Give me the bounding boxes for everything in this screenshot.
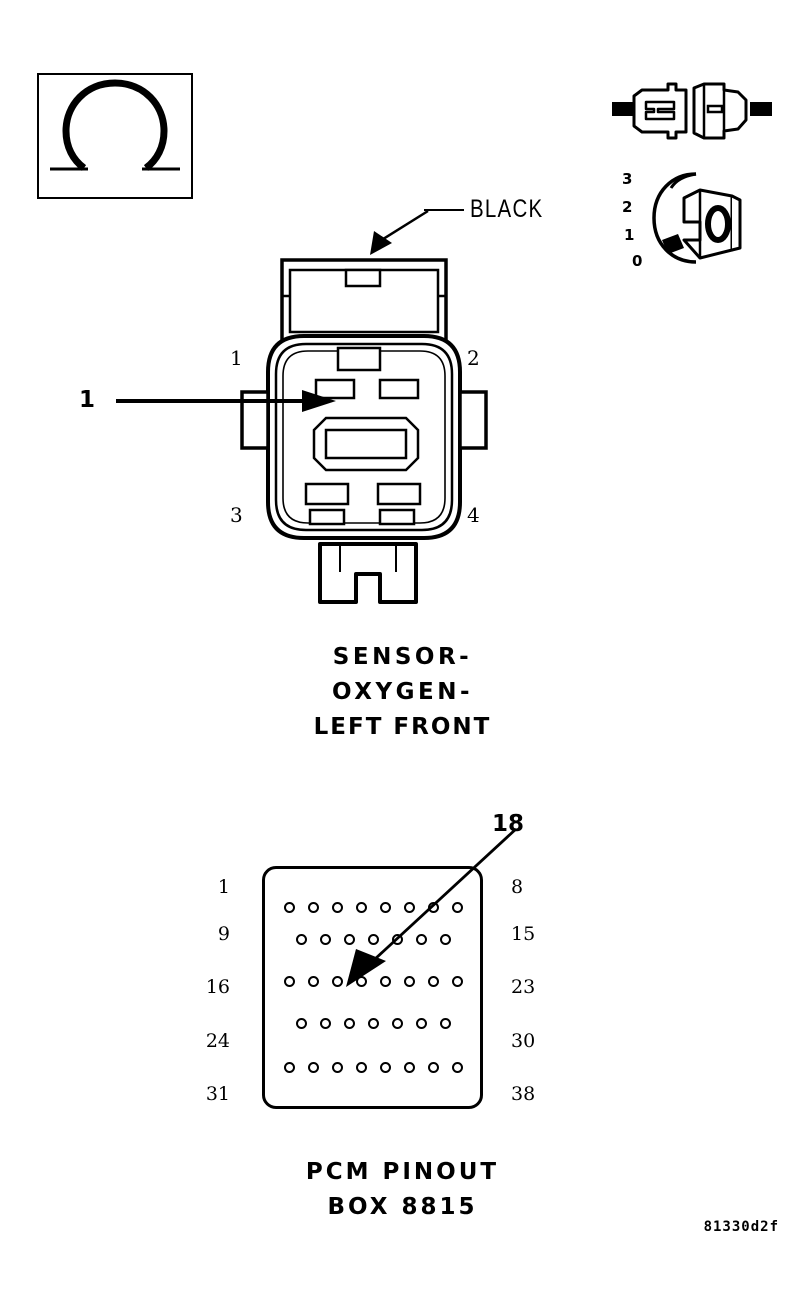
pcm-row-start-label-24: 24 bbox=[205, 1030, 230, 1052]
pcm-pin-12 bbox=[367, 934, 379, 945]
pin-1-callout-arrow bbox=[116, 390, 336, 412]
pcm-row-end-label-8: 8 bbox=[511, 876, 524, 898]
orientation-scale-3: 3 bbox=[622, 170, 633, 188]
pcm-pin-23 bbox=[451, 976, 463, 987]
cavity-number-2: 2 bbox=[467, 346, 480, 370]
orientation-scale-0: 0 bbox=[632, 252, 643, 270]
pcm-pin-26 bbox=[343, 1018, 355, 1029]
pcm-pin-4 bbox=[355, 902, 367, 913]
pcm-pin-2 bbox=[307, 902, 319, 913]
pcm-pin-10 bbox=[319, 934, 331, 945]
black-callout-leader bbox=[424, 209, 464, 211]
pcm-pin-15 bbox=[439, 934, 451, 945]
connector-orientation-icon: 3 2 1 0 bbox=[622, 168, 752, 273]
oxygen-sensor-connector-drawing bbox=[228, 252, 508, 612]
pcm-pin-36 bbox=[403, 1062, 415, 1073]
pcm-pin-22 bbox=[427, 976, 439, 987]
cavity-number-4: 4 bbox=[467, 503, 480, 527]
black-callout-arrow bbox=[370, 209, 429, 255]
pcm-pin-9 bbox=[295, 934, 307, 945]
pcm-name-line-1: PCM PINOUT bbox=[305, 1159, 500, 1185]
pcm-row-end-label-15: 15 bbox=[511, 923, 536, 945]
pcm-row-end-label-23: 23 bbox=[511, 976, 536, 998]
pcm-row-start-label-9: 9 bbox=[217, 923, 230, 945]
component-name: SENSOR- OXYGEN- LEFT FRONT bbox=[0, 640, 805, 745]
pcm-row-end-label-38: 38 bbox=[511, 1083, 536, 1105]
pcm-name-line-2: BOX 8815 bbox=[327, 1194, 478, 1220]
component-name-line-3: LEFT FRONT bbox=[313, 714, 492, 740]
pcm-pin-25 bbox=[319, 1018, 331, 1029]
pcm-pin-31 bbox=[283, 1062, 295, 1073]
pcm-pin-17 bbox=[307, 976, 319, 987]
pcm-name: PCM PINOUT BOX 8815 bbox=[0, 1155, 805, 1225]
pcm-pin-6 bbox=[403, 902, 415, 913]
pcm-connector-body bbox=[262, 866, 483, 1109]
pcm-pin-30 bbox=[439, 1018, 451, 1029]
orientation-scale-1: 1 bbox=[624, 226, 635, 244]
pcm-pin-32 bbox=[307, 1062, 319, 1073]
pcm-pin-5 bbox=[379, 902, 391, 913]
pcm-pin-29 bbox=[415, 1018, 427, 1029]
pcm-row-end-label-30: 30 bbox=[511, 1030, 536, 1052]
pcm-row-start-label-16: 16 bbox=[205, 976, 230, 998]
pcm-pin-18 bbox=[331, 976, 343, 987]
pcm-pin-7 bbox=[427, 902, 439, 913]
cavity-number-1: 1 bbox=[230, 346, 243, 370]
pcm-pin-37 bbox=[427, 1062, 439, 1073]
pcm-row-start-label-1: 1 bbox=[217, 876, 230, 898]
pcm-pin-24 bbox=[295, 1018, 307, 1029]
pcm-pin-20 bbox=[379, 976, 391, 987]
pcm-pin-16 bbox=[283, 976, 295, 987]
component-name-line-1: SENSOR- bbox=[332, 644, 473, 670]
pcm-pin-27 bbox=[367, 1018, 379, 1029]
pcm-pin-8 bbox=[451, 902, 463, 913]
pcm-pin-28 bbox=[391, 1018, 403, 1029]
pcm-row-start-label-31: 31 bbox=[205, 1083, 230, 1105]
pcm-pin-21 bbox=[403, 976, 415, 987]
pcm-pin-14 bbox=[415, 934, 427, 945]
pcm-pin-33 bbox=[331, 1062, 343, 1073]
black-callout-label: BLACK bbox=[470, 195, 544, 223]
component-name-line-2: OXYGEN- bbox=[331, 679, 473, 705]
omega-symbol-icon bbox=[39, 61, 191, 201]
pin-1-callout-label: 1 bbox=[79, 387, 96, 413]
pcm-pin-38 bbox=[451, 1062, 463, 1073]
orientation-scale-2: 2 bbox=[622, 198, 633, 216]
pcm-pin-34 bbox=[355, 1062, 367, 1073]
resistance-symbol-box bbox=[37, 73, 193, 199]
pcm-pin-1 bbox=[283, 902, 295, 913]
pcm-pin-grid bbox=[262, 866, 483, 1109]
pcm-pin-11 bbox=[343, 934, 355, 945]
figure-id-code: 81330d2f bbox=[703, 1219, 779, 1235]
pcm-pin-3 bbox=[331, 902, 343, 913]
pcm-pin-callout-arrow bbox=[346, 827, 517, 987]
pcm-pin-35 bbox=[379, 1062, 391, 1073]
connector-pair-icon bbox=[612, 78, 772, 144]
cavity-number-3: 3 bbox=[230, 503, 243, 527]
